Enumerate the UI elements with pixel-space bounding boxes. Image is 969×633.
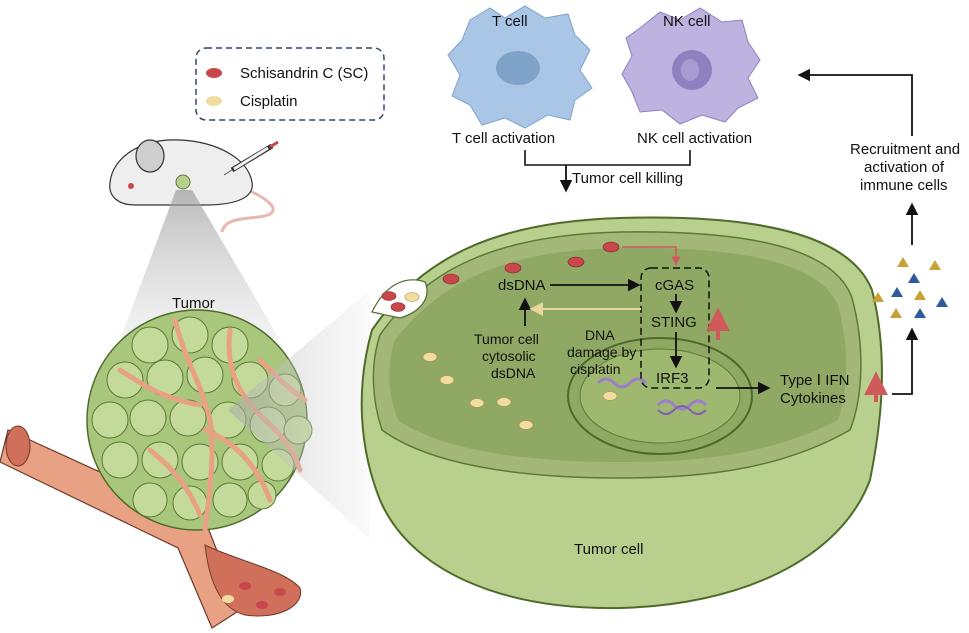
blood-vessel: [0, 425, 302, 629]
arrow-recruitment-immune: [797, 68, 913, 136]
tumor-label: Tumor: [172, 295, 215, 312]
arrow-ifn-cytokines: [892, 327, 919, 395]
dna-strand: [657, 405, 707, 415]
legend-sc-swatch: [206, 68, 222, 78]
t-cell-activation-label: T cell activation: [452, 130, 555, 147]
tumor-cell-label: Tumor cell: [574, 541, 643, 558]
irf3-label: IRF3: [656, 370, 689, 387]
t-cell-nucleus: [496, 51, 540, 85]
dna-damage-label: DNA damage by cisplatin: [567, 327, 640, 377]
zoom-beam-tumor: [228, 290, 370, 540]
nk-cell-nucleolus: [681, 59, 699, 81]
legend-box: [195, 47, 385, 121]
vessel-opening-left: [5, 425, 31, 467]
legend-sc-label: Schisandrin C (SC): [240, 65, 368, 82]
legend-cisplatin-swatch: [206, 96, 222, 106]
mouse-tumor: [175, 174, 191, 190]
t-cell-title: T cell: [492, 13, 528, 30]
cgas-label: cGAS: [655, 277, 694, 294]
ifn-cytokines-label: Type Ⅰ IFN Cytokines: [780, 372, 854, 407]
activation-bracket: [524, 150, 691, 166]
mouse-tail: [220, 188, 275, 233]
zoom-beam-mouse: [120, 190, 280, 340]
vessel-sc-dot: [274, 588, 286, 596]
dna-strand: [596, 377, 648, 389]
recruitment-label: Recruitment and activation of immune cel…: [850, 141, 964, 194]
t-cell: T cell: [447, 5, 593, 129]
legend-cisplatin-label: Cisplatin: [240, 93, 298, 110]
cytosolic-dsdna-label: Tumor cell cytosolic dsDNA: [474, 331, 543, 381]
cytokine-triangles: [872, 257, 948, 318]
nk-cell: NK cell: [621, 7, 761, 125]
dsdna-label: dsDNA: [498, 277, 546, 294]
vessel-sc-dot: [239, 582, 251, 590]
nk-cell-title: NK cell: [663, 13, 711, 30]
legend: Schisandrin C (SC) Cisplatin: [195, 47, 385, 121]
nk-cell-activation-label: NK cell activation: [637, 130, 752, 147]
cisplatin-particles: [404, 292, 618, 430]
syringe-icon: [223, 140, 279, 176]
sc-particles: [381, 241, 620, 312]
nucleus: [567, 337, 753, 455]
vessel-cisplatin-dot: [222, 595, 234, 603]
mouse-ear: [135, 139, 165, 173]
sting-label: STING: [651, 314, 697, 331]
vessel-sc-dot: [256, 601, 268, 609]
arrow-sc-cgas: [622, 246, 681, 266]
tumor-cell: Tumor cell cGAS: [360, 216, 883, 610]
dna-strand: [656, 399, 708, 411]
nucleus-inner: [579, 348, 741, 444]
mouse-illustration: [109, 139, 279, 233]
mouse-eye: [128, 183, 134, 189]
tumor-killing-label: Tumor cell killing: [572, 170, 683, 187]
